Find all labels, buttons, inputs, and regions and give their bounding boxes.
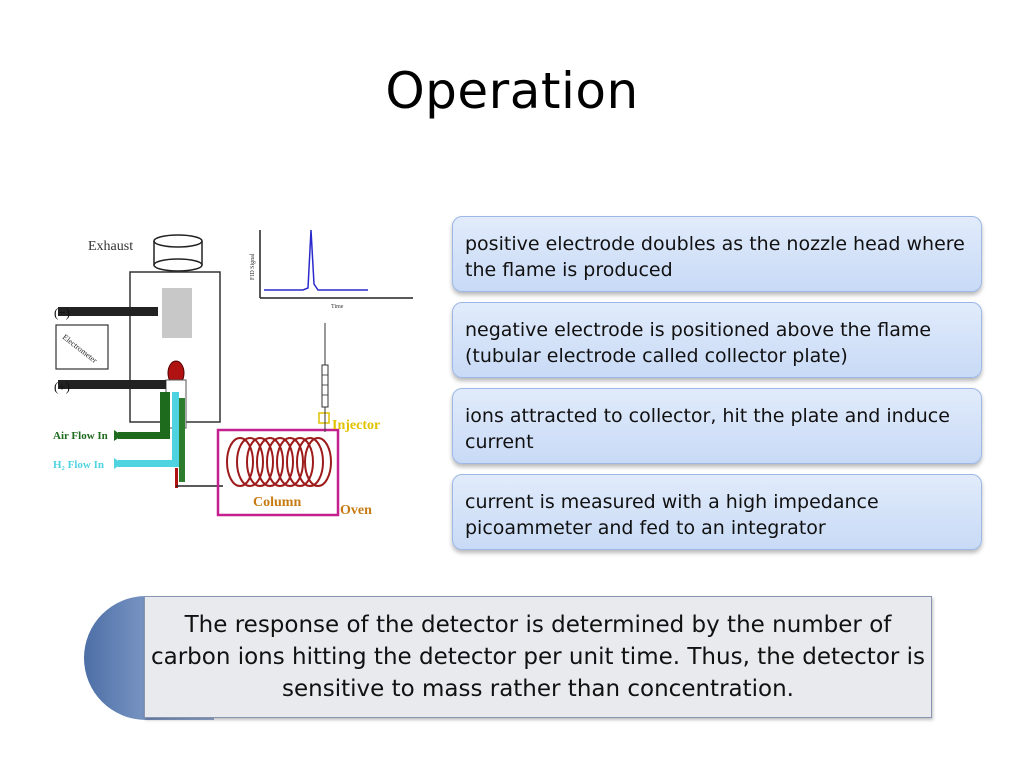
electrometer-box xyxy=(55,324,109,370)
column-label: Column xyxy=(253,495,301,510)
fid-signal-axis-label: FID Signal xyxy=(250,253,256,280)
h2-flow-line xyxy=(114,392,185,488)
injector-label: Injector xyxy=(332,418,380,433)
column-coil xyxy=(226,437,332,487)
bullet-list: positive electrode doubles as the nozzle… xyxy=(452,216,982,560)
time-axis-label: Time xyxy=(331,304,344,310)
callout: The response of the detector is determin… xyxy=(84,596,934,720)
callout-text: The response of the detector is determin… xyxy=(144,596,932,718)
exhaust-label: Exhaust xyxy=(88,239,133,254)
oven-box xyxy=(216,428,340,517)
injector-syringe xyxy=(318,323,330,432)
oven-label: Oven xyxy=(340,503,372,518)
fid-signal-chart xyxy=(259,229,413,299)
bullet-item: positive electrode doubles as the nozzle… xyxy=(452,216,982,292)
negative-electrode xyxy=(58,307,158,316)
air-flow-label: Air Flow In xyxy=(53,430,108,442)
fid-diagram: Exhaust (−) (+) Electrometer Air Flow In xyxy=(53,229,413,518)
bullet-item: ions attracted to collector, hit the pla… xyxy=(452,388,982,464)
air-flow-line xyxy=(114,392,170,441)
minus-label: (−) xyxy=(54,305,70,320)
collector-plate xyxy=(162,288,192,338)
plus-label: (+) xyxy=(54,379,70,394)
bullet-item: negative electrode is positioned above t… xyxy=(452,302,982,378)
positive-electrode xyxy=(58,380,166,389)
slide-title: Operation xyxy=(385,62,639,120)
h2-flow-label: H₂ Flow In xyxy=(53,459,104,471)
fid-signal-trace xyxy=(264,229,368,291)
bullet-item: current is measured with a high impedanc… xyxy=(452,474,982,550)
exhaust-cylinder xyxy=(153,234,203,272)
